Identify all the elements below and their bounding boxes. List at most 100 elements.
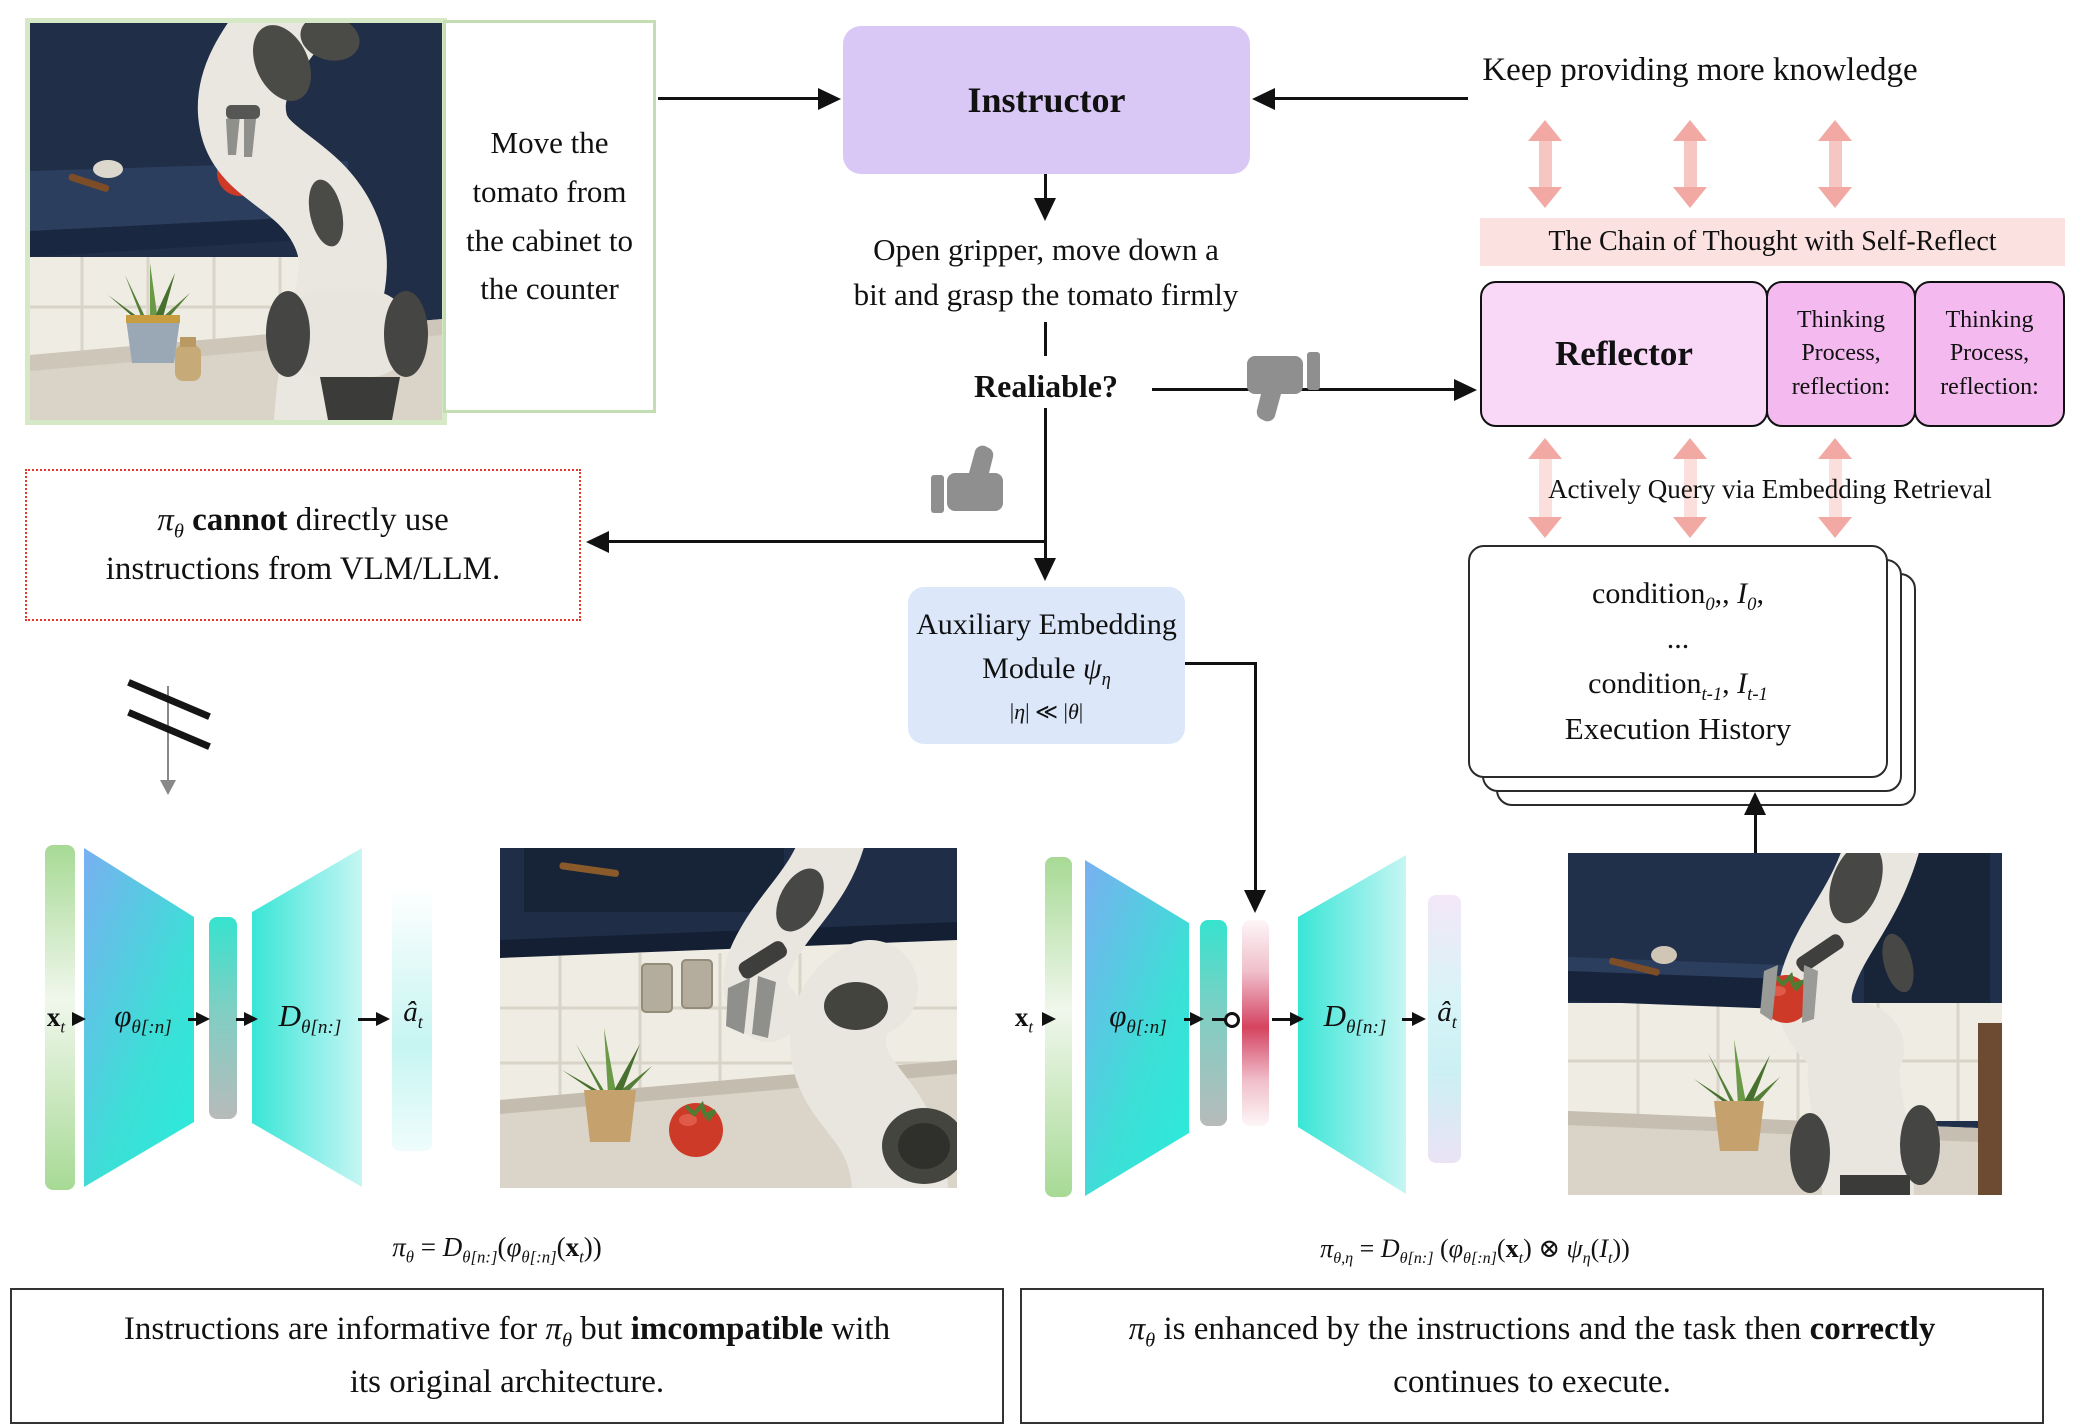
input-bar-left bbox=[45, 845, 75, 1190]
gripper bbox=[726, 976, 776, 1038]
generated-instruction-line1: Open gripper, move down a bbox=[873, 232, 1219, 267]
blocked-arrow-head bbox=[160, 780, 176, 795]
hammer bbox=[1608, 946, 1677, 976]
arrow-knowledge-to-instructor-shaft bbox=[1274, 97, 1468, 100]
kitchen-scene-initial bbox=[30, 23, 442, 420]
connector-aux-h bbox=[1185, 662, 1257, 665]
pink-double-arrow-icon bbox=[1818, 120, 1852, 208]
output-label-left: ât bbox=[403, 996, 423, 1032]
robot-photo-incompatible bbox=[500, 848, 957, 1188]
pink-dec-arrow-shaft bbox=[1272, 1018, 1292, 1021]
reflector-label: Reflector bbox=[1555, 334, 1693, 373]
input-arrow-left bbox=[72, 1012, 86, 1026]
history-line1: condition0,, I0, bbox=[1592, 576, 1764, 615]
cannot-use-box: πθ cannot directly use instructions from… bbox=[25, 469, 581, 621]
arrow-photo-to-history-shaft bbox=[1754, 812, 1757, 854]
dec-out-arrow-shaft-right bbox=[1402, 1018, 1414, 1021]
encoder-trapezoid-left bbox=[84, 848, 194, 1187]
dec-out-arrow-head-left bbox=[376, 1012, 390, 1026]
thinking-label-2: Thinking Process, reflection: bbox=[1940, 306, 2039, 400]
join-circle-connector bbox=[1224, 1012, 1240, 1028]
instruction-embedding-bar bbox=[1242, 920, 1269, 1126]
aux-module-line2: Module ψη bbox=[982, 651, 1111, 690]
arrow-reliable-to-aux-shaft bbox=[1044, 408, 1047, 560]
decoder-label-right: Dθ[n:] bbox=[1323, 998, 1387, 1039]
output-bar-left bbox=[392, 885, 432, 1151]
knife bbox=[559, 862, 620, 877]
arrow-reliable-to-reflector-shaft bbox=[1152, 388, 1454, 391]
pink-double-arrow-icon bbox=[1818, 438, 1852, 538]
enc-latent-arrow-head bbox=[196, 1012, 210, 1026]
blocked-arrow-shaft bbox=[167, 686, 169, 782]
latent-bar-right bbox=[1200, 920, 1227, 1126]
history-line3: Execution History bbox=[1564, 710, 1792, 746]
arrow-to-cannot-box-head bbox=[586, 531, 609, 553]
outlet bbox=[641, 963, 673, 1013]
gripper bbox=[1760, 965, 1818, 1023]
input-label-right: xt bbox=[1014, 1002, 1034, 1037]
arrow-reliable-to-reflector-head bbox=[1454, 379, 1477, 401]
cot-banner-label: The Chain of Thought with Self-Reflect bbox=[1548, 226, 1997, 257]
output-label-right: ât bbox=[1437, 996, 1457, 1032]
cot-banner: The Chain of Thought with Self-Reflect bbox=[1480, 218, 2065, 266]
enc-latent-arrow-head-right bbox=[1190, 1012, 1204, 1026]
thinking-label-1: Thinking Process, reflection: bbox=[1791, 306, 1891, 400]
thumbs-up-icon bbox=[931, 445, 1003, 513]
caption-box-left: Instructions are informative for πθ but … bbox=[10, 1288, 1004, 1424]
tomato bbox=[669, 1100, 723, 1157]
reliable-label: Realiable? bbox=[974, 368, 1118, 404]
plant bbox=[108, 263, 190, 363]
plant bbox=[1694, 1039, 1780, 1151]
encoder-label-right: φθ[:n] bbox=[1109, 998, 1167, 1039]
input-label-left: xt bbox=[46, 1002, 66, 1037]
caption-right-line2: continues to execute. bbox=[1393, 1364, 1671, 1400]
execution-history-card: condition0,, I0, ... conditiont-1, It-1 … bbox=[1468, 545, 1888, 778]
connector-dash bbox=[1044, 322, 1047, 356]
encoder-label-left: φθ[:n] bbox=[114, 998, 172, 1039]
arrow-to-cannot-box-shaft bbox=[608, 540, 1046, 543]
instructor-box: Instructor bbox=[843, 26, 1250, 174]
aux-module-constraint: |η| ≪ |θ| bbox=[1009, 699, 1084, 725]
input-arrow-right bbox=[1042, 1012, 1056, 1026]
task-instruction-text: Move the tomato from the cabinet to the … bbox=[466, 124, 633, 307]
dec-out-arrow-head-right bbox=[1412, 1012, 1426, 1026]
pink-dec-arrow-head bbox=[1290, 1012, 1304, 1026]
robot-arm bbox=[197, 23, 428, 420]
input-bar-right bbox=[1045, 857, 1072, 1197]
latent-dec-arrow-shaft bbox=[236, 1018, 246, 1021]
plant bbox=[562, 1028, 652, 1142]
keep-knowledge-label: Keep providing more knowledge bbox=[1482, 52, 1918, 88]
generated-instruction-text: Open gripper, move down a bit and grasp … bbox=[706, 228, 1386, 318]
gripper bbox=[226, 115, 256, 157]
aux-embedding-module-box: Auxiliary Embedding Module ψη |η| ≪ |θ| bbox=[908, 587, 1185, 744]
enc-latent-arrow-shaft bbox=[188, 1018, 198, 1021]
spoon bbox=[68, 160, 123, 192]
outlet bbox=[681, 959, 713, 1009]
arrow-reliable-to-aux-head bbox=[1034, 558, 1056, 581]
latent-dec-arrow-head bbox=[244, 1012, 258, 1026]
history-dots: ... bbox=[1666, 621, 1690, 655]
pink-double-arrow-icon bbox=[1673, 120, 1707, 208]
dec-out-arrow-shaft-left bbox=[358, 1018, 378, 1021]
robot-photo-initial bbox=[25, 18, 447, 425]
caption-left-line1: Instructions are informative for πθ but … bbox=[123, 1310, 891, 1352]
pink-double-arrow-icon bbox=[1528, 438, 1562, 538]
actively-query-label: Actively Query via Embedding Retrieval bbox=[1548, 474, 1992, 504]
connector-aux-v bbox=[1254, 662, 1257, 892]
aux-module-line1: Auxiliary Embedding bbox=[916, 608, 1177, 642]
decoder-trapezoid-left bbox=[252, 848, 362, 1187]
connector-aux-head bbox=[1244, 890, 1266, 913]
reflector-box: Reflector bbox=[1480, 281, 1768, 427]
generated-instruction-line2: bit and grasp the tomato firmly bbox=[853, 276, 1239, 312]
arrow-task-to-instructor-head bbox=[818, 88, 841, 110]
arrow-instructor-down-head bbox=[1034, 198, 1056, 221]
pink-double-arrow-icon bbox=[1528, 120, 1562, 208]
arrow-knowledge-to-instructor-head bbox=[1252, 88, 1275, 110]
enc-latent-arrow-shaft-right bbox=[1184, 1018, 1192, 1021]
robot-arm bbox=[1760, 853, 1940, 1195]
arrow-photo-to-history-head bbox=[1744, 792, 1766, 815]
latent-join-line bbox=[1212, 1018, 1226, 1021]
decoder-trapezoid-right bbox=[1298, 855, 1406, 1194]
caption-left-line2: its original architecture. bbox=[349, 1364, 665, 1400]
